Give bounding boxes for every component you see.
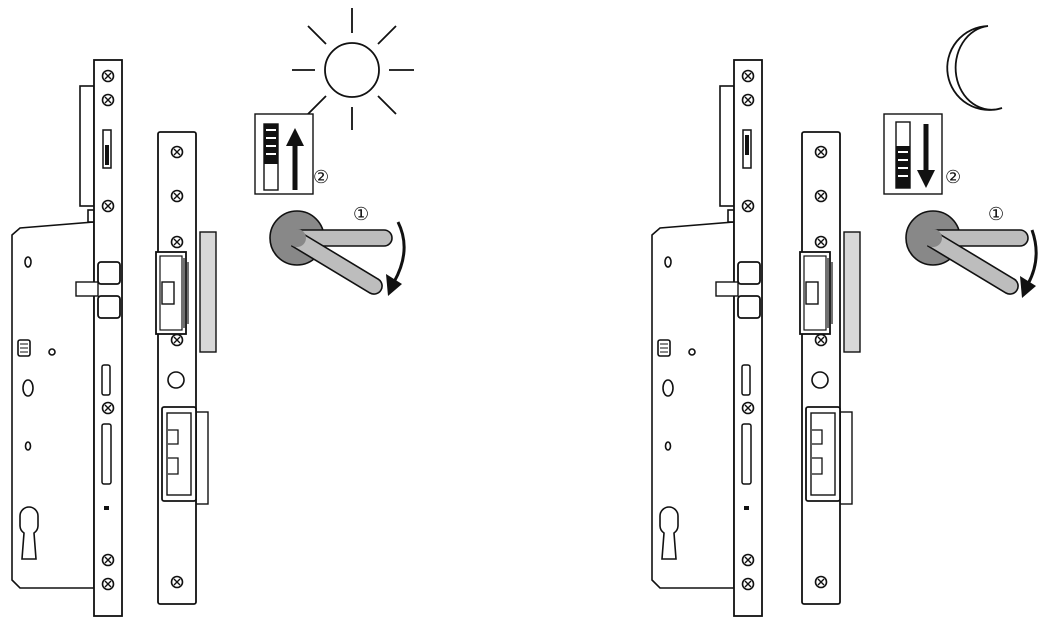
lock-faceplate: [75, 59, 123, 617]
handle-step-number: ①: [353, 204, 369, 225]
door-handle: [905, 210, 1029, 295]
lock-case: [11, 85, 95, 589]
night-mode-panel: ② ①: [620, 0, 1043, 624]
door-handle: [269, 210, 393, 295]
keeper-strip: [799, 131, 861, 605]
rotation-arrow: [1020, 229, 1038, 298]
slider-indicator-down: [883, 113, 943, 195]
slider-indicator-up: [254, 113, 314, 195]
lock-faceplate: [715, 59, 763, 617]
sun-icon: [292, 8, 414, 130]
keeper-strip: [155, 131, 217, 605]
night-lock-diagram: ② ①: [651, 25, 1038, 617]
lock-case: [651, 85, 735, 589]
moon-icon: [946, 25, 1003, 111]
day-lock-diagram: ② ①: [11, 8, 414, 617]
handle-step-number: ①: [988, 204, 1004, 225]
slider-step-number: ②: [945, 167, 961, 188]
rotation-arrow: [386, 221, 406, 296]
day-mode-panel: ② ①: [0, 0, 430, 624]
slider-step-number: ②: [313, 167, 329, 188]
